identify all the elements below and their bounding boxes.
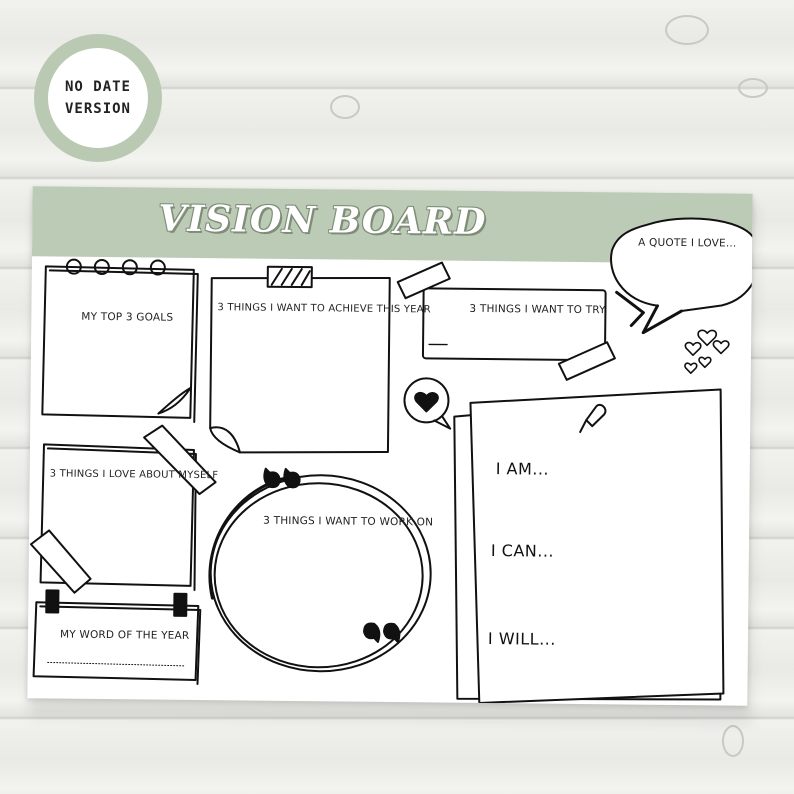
i-am-label: I AM... — [495, 459, 550, 479]
word-label: MY WORD OF THE YEAR — [59, 628, 190, 642]
wood-knot — [722, 725, 744, 757]
badge-line-2: VERSION — [64, 101, 131, 117]
badge-line-1: NO DATE — [64, 79, 131, 95]
heart-bubble — [403, 377, 452, 430]
badge-inner: NO DATE VERSION — [48, 48, 148, 148]
wood-knot — [665, 15, 709, 45]
work-circle — [208, 467, 432, 673]
love-label: 3 THINGS I LOVE ABOUT MYSELF — [49, 468, 219, 482]
sheet-drawings — [29, 217, 753, 704]
achieve-label: 3 THINGS I WANT TO ACHIEVE THIS YEAR — [217, 302, 431, 316]
i-will-label: I WILL... — [487, 629, 557, 649]
vision-board-sheet: VISION BOARD — [27, 186, 753, 706]
affirmation-paper — [453, 388, 725, 704]
wood-knot — [330, 95, 360, 119]
word-banner — [32, 589, 202, 685]
quote-label: A QUOTE I LOVE... — [638, 236, 737, 250]
love-note — [29, 424, 217, 594]
i-can-label: I CAN... — [490, 541, 555, 561]
hearts-doodle — [684, 329, 730, 374]
goals-notepad — [41, 258, 199, 423]
try-note — [396, 261, 616, 381]
goals-label: MY TOP 3 GOALS — [81, 310, 174, 324]
wood-knot — [738, 78, 768, 98]
achieve-note — [209, 265, 391, 454]
work-label: 3 THINGS I WANT TO WORK ON — [263, 514, 434, 529]
try-label: 3 THINGS I WANT TO TRY — [469, 302, 606, 317]
quote-bubble — [610, 217, 753, 335]
no-date-badge: NO DATE VERSION — [34, 34, 162, 162]
